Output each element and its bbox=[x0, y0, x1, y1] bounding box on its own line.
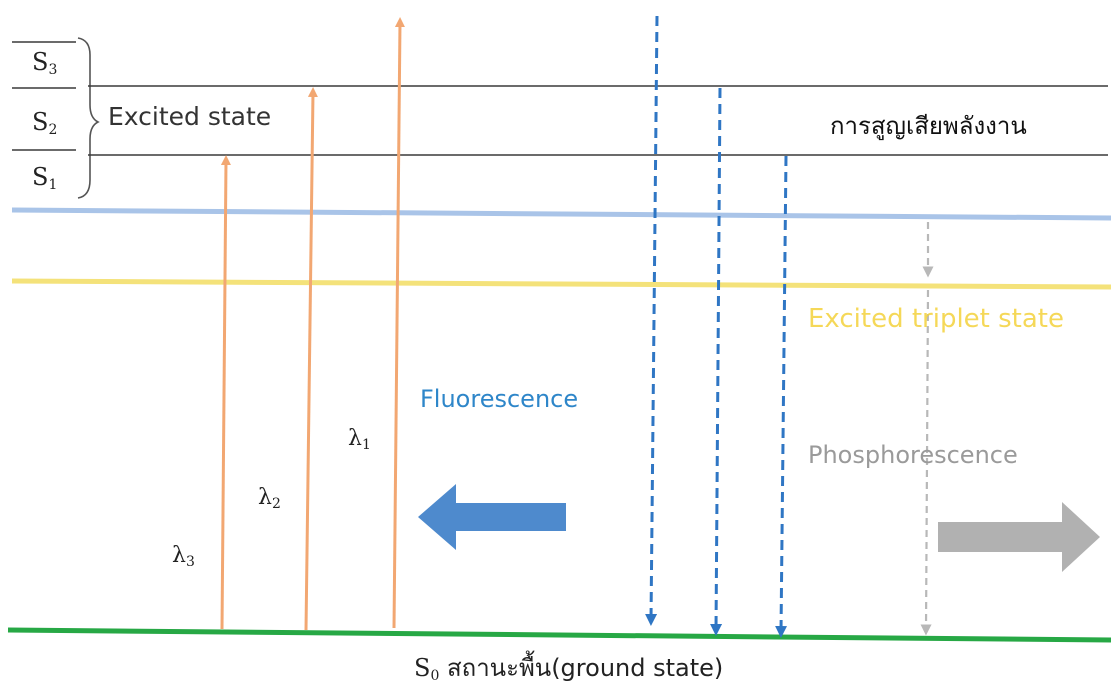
fluorescence-emission-arrow-3 bbox=[775, 155, 788, 638]
ground-state-line bbox=[7, 627, 1111, 643]
excited-triplet-state-label: Excited triplet state bbox=[808, 304, 1064, 334]
lambda1-label: λ1 bbox=[348, 426, 371, 453]
singlet-level-line bbox=[11, 207, 1111, 221]
ground-state-text: สถานะพื้น(ground state) bbox=[447, 654, 724, 682]
s2-label: S2 bbox=[32, 108, 58, 138]
excited-state-label: Excited state bbox=[108, 102, 272, 131]
ground-state-label: S0 สถานะพื้น(ground state) bbox=[414, 656, 723, 683]
fluorescence-label: Fluorescence bbox=[420, 385, 579, 413]
s0-label: S0 bbox=[414, 654, 440, 684]
fluorescence-emission-arrow-1 bbox=[645, 15, 659, 626]
phosphorescence-emission-arrow bbox=[920, 289, 932, 636]
fluorescence-emission-arrow-2 bbox=[710, 87, 723, 636]
absorption-arrow-lambda1 bbox=[392, 17, 405, 629]
arrow-right-icon bbox=[938, 502, 1100, 572]
s1-label: S1 bbox=[32, 163, 58, 193]
triplet-level-line bbox=[11, 278, 1111, 290]
s3-label: S3 bbox=[32, 48, 58, 78]
lambda2-label: λ2 bbox=[258, 485, 281, 512]
arrow-left-icon bbox=[418, 484, 566, 550]
energy-loss-label: การสูญเสียพลังงาน bbox=[830, 112, 1027, 140]
absorption-arrow-lambda2 bbox=[304, 87, 318, 631]
lambda3-label: λ3 bbox=[172, 543, 195, 570]
absorption-arrow-lambda3 bbox=[220, 155, 231, 630]
curly-brace-icon bbox=[77, 37, 100, 199]
phosphorescence-label: Phosphorescence bbox=[808, 441, 1018, 469]
